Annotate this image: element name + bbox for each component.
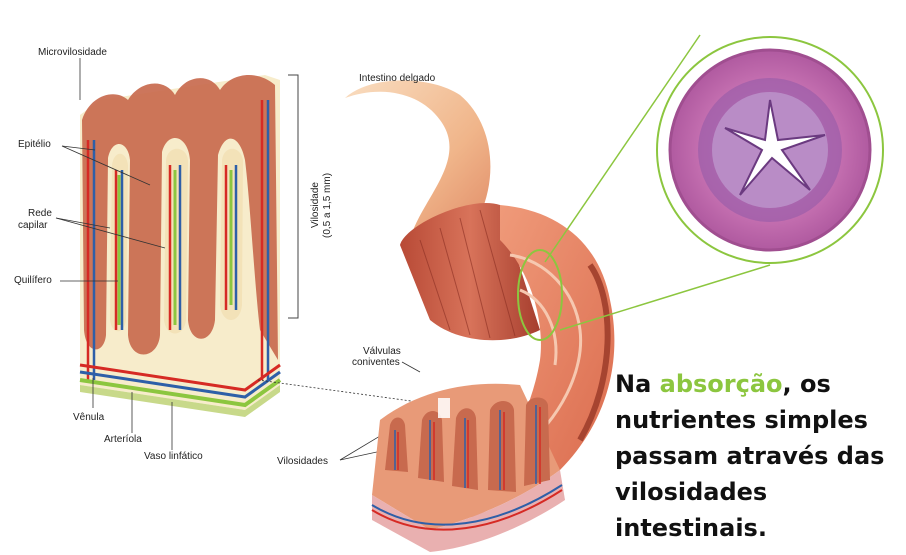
label-quilifero: Quilífero [14, 275, 52, 286]
label-epitelio: Epitélio [18, 139, 51, 150]
label-vilosidade-line1: Vilosidade [310, 182, 321, 228]
label-valvulas-line1: Válvulas [363, 346, 401, 357]
absorption-caption: Na absorção, os nutrientes simples passa… [615, 366, 905, 546]
intestine-tube [345, 80, 615, 552]
label-rede-line2: capilar [18, 220, 48, 231]
label-rede-line1: Rede [28, 208, 52, 219]
caption-part-2: , os nutrientes simples passam através d… [615, 370, 885, 542]
caption-part-1: Na [615, 370, 660, 398]
label-intestino-delgado: Intestino delgado [359, 73, 436, 84]
histology-magnifier [517, 34, 884, 341]
label-vilosidades: Vilosidades [277, 456, 328, 467]
label-valvulas-line2: coniventes [352, 357, 400, 368]
caption-highlight: absorção [659, 370, 783, 398]
label-vilosidade-line2: (0,5 a 1,5 mm) [322, 172, 333, 238]
label-arteriola: Arteríola [104, 434, 142, 445]
label-vaso-linfatico: Vaso linfático [144, 451, 203, 462]
villi-block [79, 74, 299, 417]
label-microvilosidade: Microvilosidade [38, 47, 107, 58]
label-venula: Vênula [73, 412, 105, 423]
